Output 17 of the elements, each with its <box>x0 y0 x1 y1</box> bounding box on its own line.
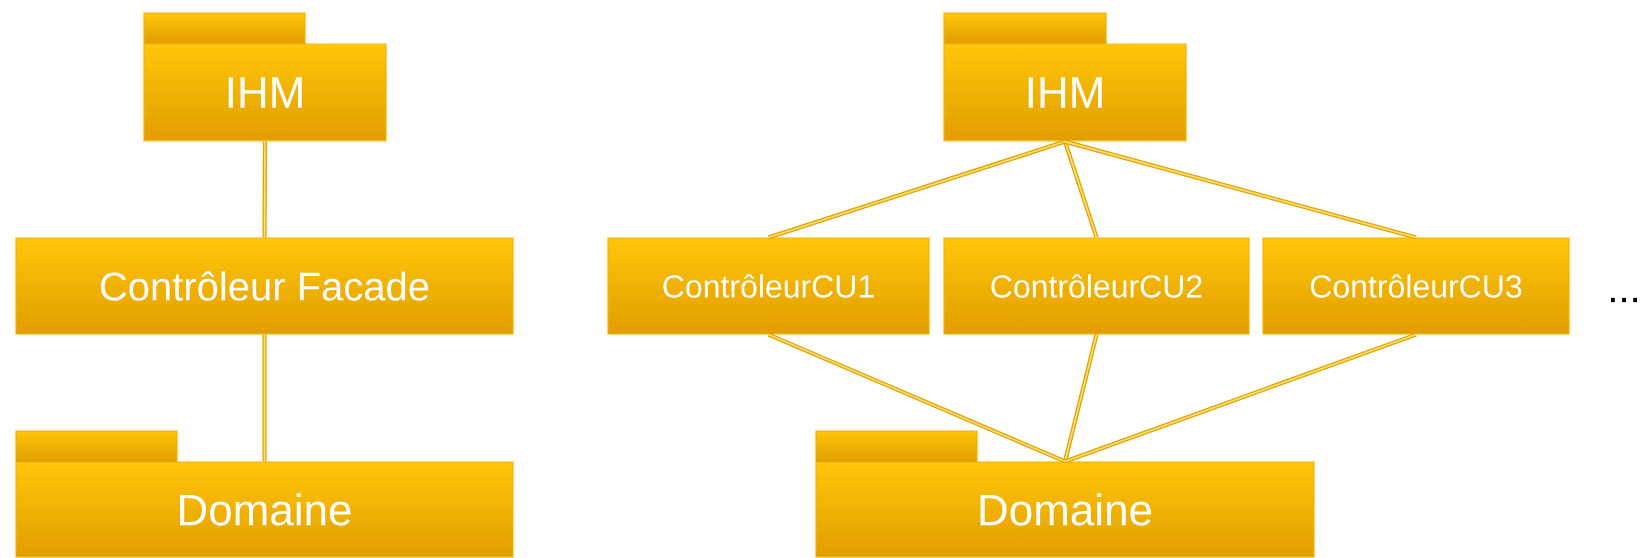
connector-line <box>767 139 1066 240</box>
connector-line <box>1062 333 1099 463</box>
connector-line <box>1064 332 1417 464</box>
ellipsis-text: ... <box>1611 297 1638 303</box>
package-box: Domaine <box>15 430 514 558</box>
package-box: IHM <box>143 12 387 142</box>
controller-box: ContrôleurCU1 <box>607 237 930 335</box>
connector-line <box>1063 140 1099 239</box>
package-box: IHM <box>943 12 1187 142</box>
connector-line <box>1064 139 1417 240</box>
connector-line <box>262 140 268 239</box>
package-box: Domaine <box>815 430 1315 558</box>
controller-box: Contrôleur Facade <box>15 237 514 335</box>
connector-line <box>767 332 1066 464</box>
connector-line <box>262 333 267 463</box>
controller-box: ContrôleurCU3 <box>1262 237 1570 335</box>
controller-box: ContrôleurCU2 <box>943 237 1250 335</box>
